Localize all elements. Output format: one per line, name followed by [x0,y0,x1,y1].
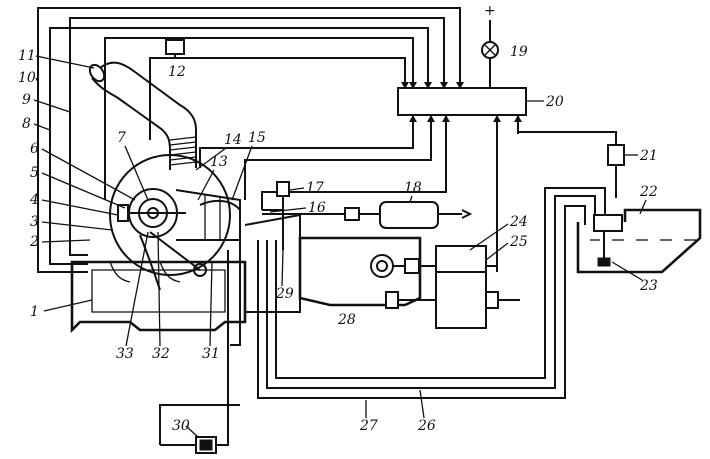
label-10: 10 [18,70,36,86]
label-14: 14 [224,132,242,148]
label-25: 25 [509,234,528,250]
engine-wheel [109,154,241,276]
label-1: 1 [30,304,39,320]
gearbox-28 [244,213,440,313]
fuel-filter-30 [195,436,217,454]
return-line [159,240,241,446]
label-17: 17 [306,180,324,196]
signal-wire-8 [49,27,432,265]
label-4: 4 [29,192,39,208]
label-3: 3 [30,214,39,230]
label-20: 20 [545,94,564,110]
label-9: 9 [22,92,31,108]
label-28: 28 [337,312,356,328]
label-32: 32 [152,346,170,362]
label-11: 11 [18,48,36,64]
signal-wire-9 [69,17,448,256]
fuel-tank-22 [576,208,702,274]
fuel-line-27 [257,205,586,399]
control-unit-20 [397,87,527,116]
label-33: 33 [116,346,134,362]
label-12: 12 [168,64,186,80]
label-24: 24 [509,214,528,230]
label-21: 21 [639,148,658,164]
label-7: 7 [117,130,126,146]
callout-labels: 1 2 3 4 5 6 7 8 9 10 11 12 13 14 15 16 1… [18,3,658,438]
label-22: 22 [639,184,658,200]
warning-lamp-19 [481,20,499,88]
label-2: 2 [29,234,39,250]
label-31: 31 [202,346,220,362]
rear-unit-25 [385,245,520,329]
signal-wire-12 [149,39,409,140]
label-27: 27 [359,418,378,434]
fuel-line-26 [266,195,596,389]
signal-wire-10 [37,7,464,273]
signal-wire-14 [199,115,417,168]
signal-wire-15 [244,115,435,200]
label-8: 8 [22,116,31,132]
label-13: 13 [210,154,228,170]
signal-wire-a [104,37,417,200]
signal-wire-16 [261,115,450,210]
signal-wire-21 [514,115,625,198]
label-23: 23 [639,278,658,294]
label-16: 16 [308,200,326,216]
plus-sign: + [484,3,496,19]
label-18: 18 [404,180,422,196]
label-26: 26 [417,418,436,434]
label-30: 30 [172,418,190,434]
label-5: 5 [30,165,39,181]
label-29: 29 [275,286,294,302]
fuel-line-29 [275,187,606,379]
label-6: 6 [30,141,39,157]
sensor-17 [262,181,290,250]
label-19: 19 [510,44,528,60]
air-intake-11 [88,61,197,170]
label-15: 15 [248,130,266,146]
muffler-18 [262,201,473,229]
